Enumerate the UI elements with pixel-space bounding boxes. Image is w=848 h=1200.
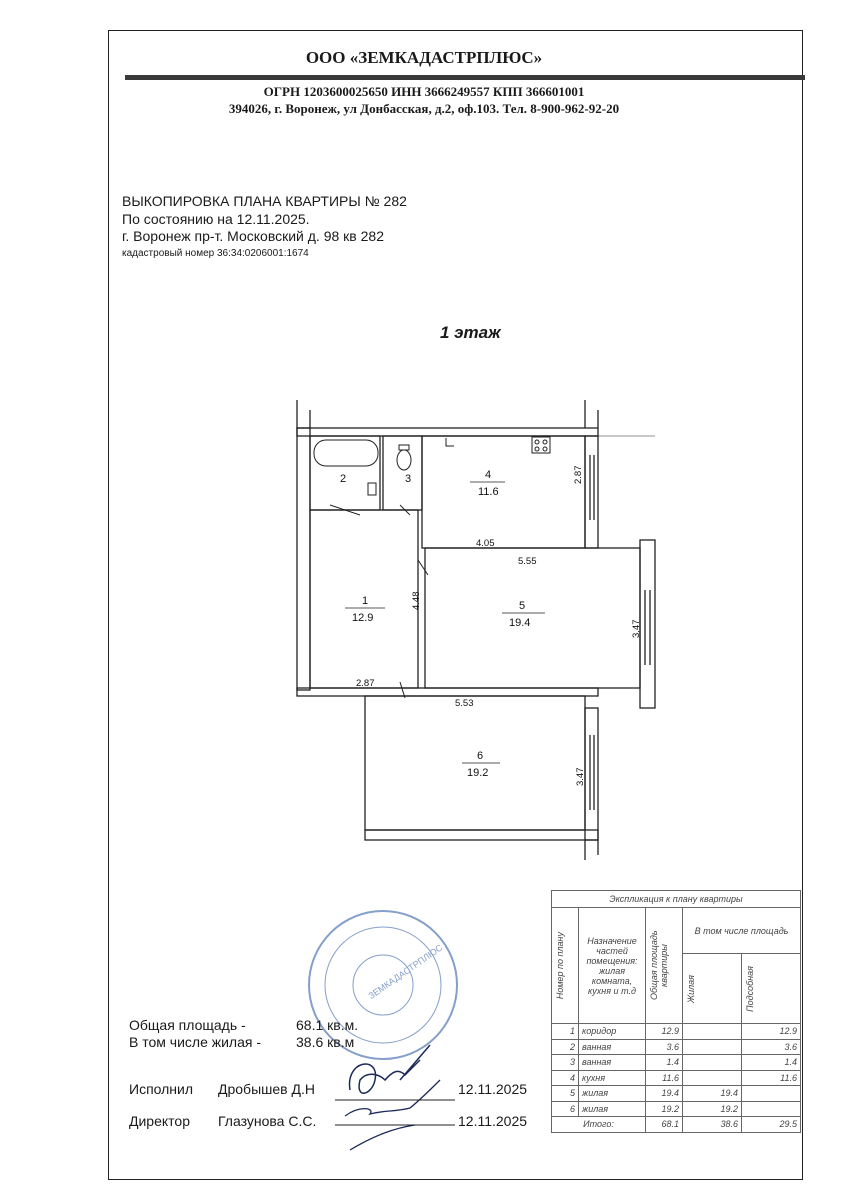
fixtures bbox=[313, 436, 551, 699]
company-registration: ОГРН 1203600025650 ИНН 3666249557 КПП 36… bbox=[263, 84, 585, 99]
row-aux: 11.6 bbox=[740, 1069, 802, 1086]
room-3-number: 3 bbox=[405, 473, 411, 485]
company-address: 394026, г. Воронеж, ул Донбасская, д.2, … bbox=[228, 101, 620, 116]
row-total: 19.2 bbox=[645, 1100, 683, 1117]
row-number: 1 bbox=[551, 1023, 579, 1040]
row-total: 19.4 bbox=[645, 1085, 683, 1102]
row-total: 3.6 bbox=[645, 1038, 683, 1055]
row-number: 4 bbox=[551, 1069, 579, 1086]
living-area-label: В том числе жилая - bbox=[129, 1034, 262, 1050]
room-5-number: 5 bbox=[519, 600, 525, 612]
kitchen-sink-icon bbox=[445, 438, 454, 447]
room-6-area: 19.2 bbox=[467, 767, 488, 779]
row-living bbox=[682, 1038, 742, 1055]
total-area-value: 68.1 кв.м. bbox=[296, 1017, 359, 1033]
row-name: жилая bbox=[578, 1100, 646, 1117]
room-5-area: 19.4 bbox=[509, 617, 530, 629]
total-aux: 29.5 bbox=[740, 1116, 802, 1133]
row-living bbox=[682, 1054, 742, 1071]
role-ispolnil: Исполнил bbox=[129, 1081, 194, 1097]
company-name: ООО «ЗЕМКАДАСТРПЛЮС» bbox=[305, 48, 543, 67]
row-name: ванная bbox=[578, 1054, 646, 1071]
row-number: 6 bbox=[551, 1100, 579, 1117]
role-director: Директор bbox=[129, 1113, 190, 1129]
walls bbox=[296, 400, 656, 860]
explication-table: Экспликация к плану квартиры Номер по пл… bbox=[551, 890, 802, 1133]
svg-text:ЗЕМКАДАСТРПЛЮС: ЗЕМКАДАСТРПЛЮС bbox=[367, 942, 445, 1001]
header-purpose: Назначение частей помещения: жилая комна… bbox=[578, 907, 646, 1024]
document-title: ВЫКОПИРОВКА ПЛАНА КВАРТИРЫ № 282 bbox=[122, 193, 407, 209]
row-aux bbox=[740, 1100, 802, 1117]
room-4-number: 4 bbox=[485, 469, 491, 481]
dim-room6-width: 3.47 bbox=[575, 768, 586, 787]
row-living: 19.2 bbox=[682, 1100, 742, 1117]
room-1-area: 12.9 bbox=[352, 612, 373, 624]
row-name: кухня bbox=[578, 1069, 646, 1086]
cadastral-number: кадастровый номер 36:34:0206001:1674 bbox=[122, 248, 309, 259]
row-name: коридор bbox=[578, 1023, 646, 1040]
date-director: 12.11.2025 bbox=[458, 1113, 528, 1129]
total-label: Итого: bbox=[551, 1116, 646, 1133]
row-number: 5 bbox=[551, 1085, 579, 1102]
dim-kitchen-length: 4.05 bbox=[476, 538, 495, 549]
as-of-date: По состоянию на 12.11.2025. bbox=[122, 211, 310, 227]
row-total: 12.9 bbox=[645, 1023, 683, 1040]
row-total: 1.4 bbox=[645, 1054, 683, 1071]
dim-corridor-length: 4.48 bbox=[411, 592, 422, 611]
row-number: 3 bbox=[551, 1054, 579, 1071]
signature-director bbox=[344, 1079, 441, 1151]
row-number: 2 bbox=[551, 1038, 579, 1055]
date-ispolnil: 12.11.2025 bbox=[458, 1081, 528, 1097]
row-aux bbox=[740, 1085, 802, 1102]
header-living: Жилая bbox=[686, 974, 696, 1003]
room-4-area: 11.6 bbox=[478, 486, 499, 498]
dim-room5-bottom: 5.53 bbox=[455, 698, 474, 709]
stove-icon bbox=[531, 436, 551, 454]
header-rule bbox=[125, 75, 805, 80]
toilet-icon bbox=[396, 449, 412, 471]
dim-room5-top: 5.55 bbox=[518, 556, 537, 567]
row-living bbox=[682, 1069, 742, 1086]
property-address: г. Воронеж пр-т. Московский д. 98 кв 282 bbox=[122, 228, 384, 244]
room-2-number: 2 bbox=[340, 473, 346, 485]
header-number: Номер по плану bbox=[555, 931, 565, 1000]
row-living bbox=[682, 1023, 742, 1040]
living-area-value: 38.6 кв.м bbox=[296, 1034, 355, 1050]
total-area-label: Общая площадь - bbox=[129, 1017, 246, 1033]
room-1-number: 1 bbox=[362, 595, 368, 607]
header-total: Общая площадь квартиры bbox=[649, 930, 669, 1001]
bathtub-icon bbox=[313, 439, 379, 467]
row-living: 19.4 bbox=[682, 1085, 742, 1102]
dim-kitchen-width: 2.87 bbox=[573, 466, 584, 485]
dim-corridor-width: 2.87 bbox=[356, 678, 375, 689]
signature-ispolnil bbox=[348, 1044, 431, 1094]
header-aux: Подсобная bbox=[744, 965, 755, 1012]
row-aux: 12.9 bbox=[740, 1023, 802, 1040]
table-total-row: Итого: 68.1 38.6 29.5 bbox=[551, 1116, 802, 1133]
name-ispolnil: Дробышев Д.Н bbox=[218, 1081, 315, 1097]
row-total: 11.6 bbox=[645, 1069, 683, 1086]
dim-room5-width: 3.47 bbox=[631, 620, 642, 639]
total-area: 68.1 bbox=[645, 1116, 683, 1133]
floor-label: 1 этаж bbox=[440, 323, 501, 342]
name-director: Глазунова С.С. bbox=[218, 1113, 317, 1129]
explication-title: Экспликация к плану квартиры bbox=[551, 890, 801, 908]
row-aux: 1.4 bbox=[740, 1054, 802, 1071]
header-including: В том числе площадь bbox=[682, 906, 801, 955]
sink-icon bbox=[367, 482, 377, 496]
row-name: жилая bbox=[578, 1085, 646, 1102]
room-6-number: 6 bbox=[477, 750, 483, 762]
row-name: ванная bbox=[578, 1038, 646, 1055]
page-frame bbox=[108, 30, 803, 1180]
row-aux: 3.6 bbox=[740, 1038, 802, 1055]
total-living: 38.6 bbox=[682, 1116, 742, 1133]
